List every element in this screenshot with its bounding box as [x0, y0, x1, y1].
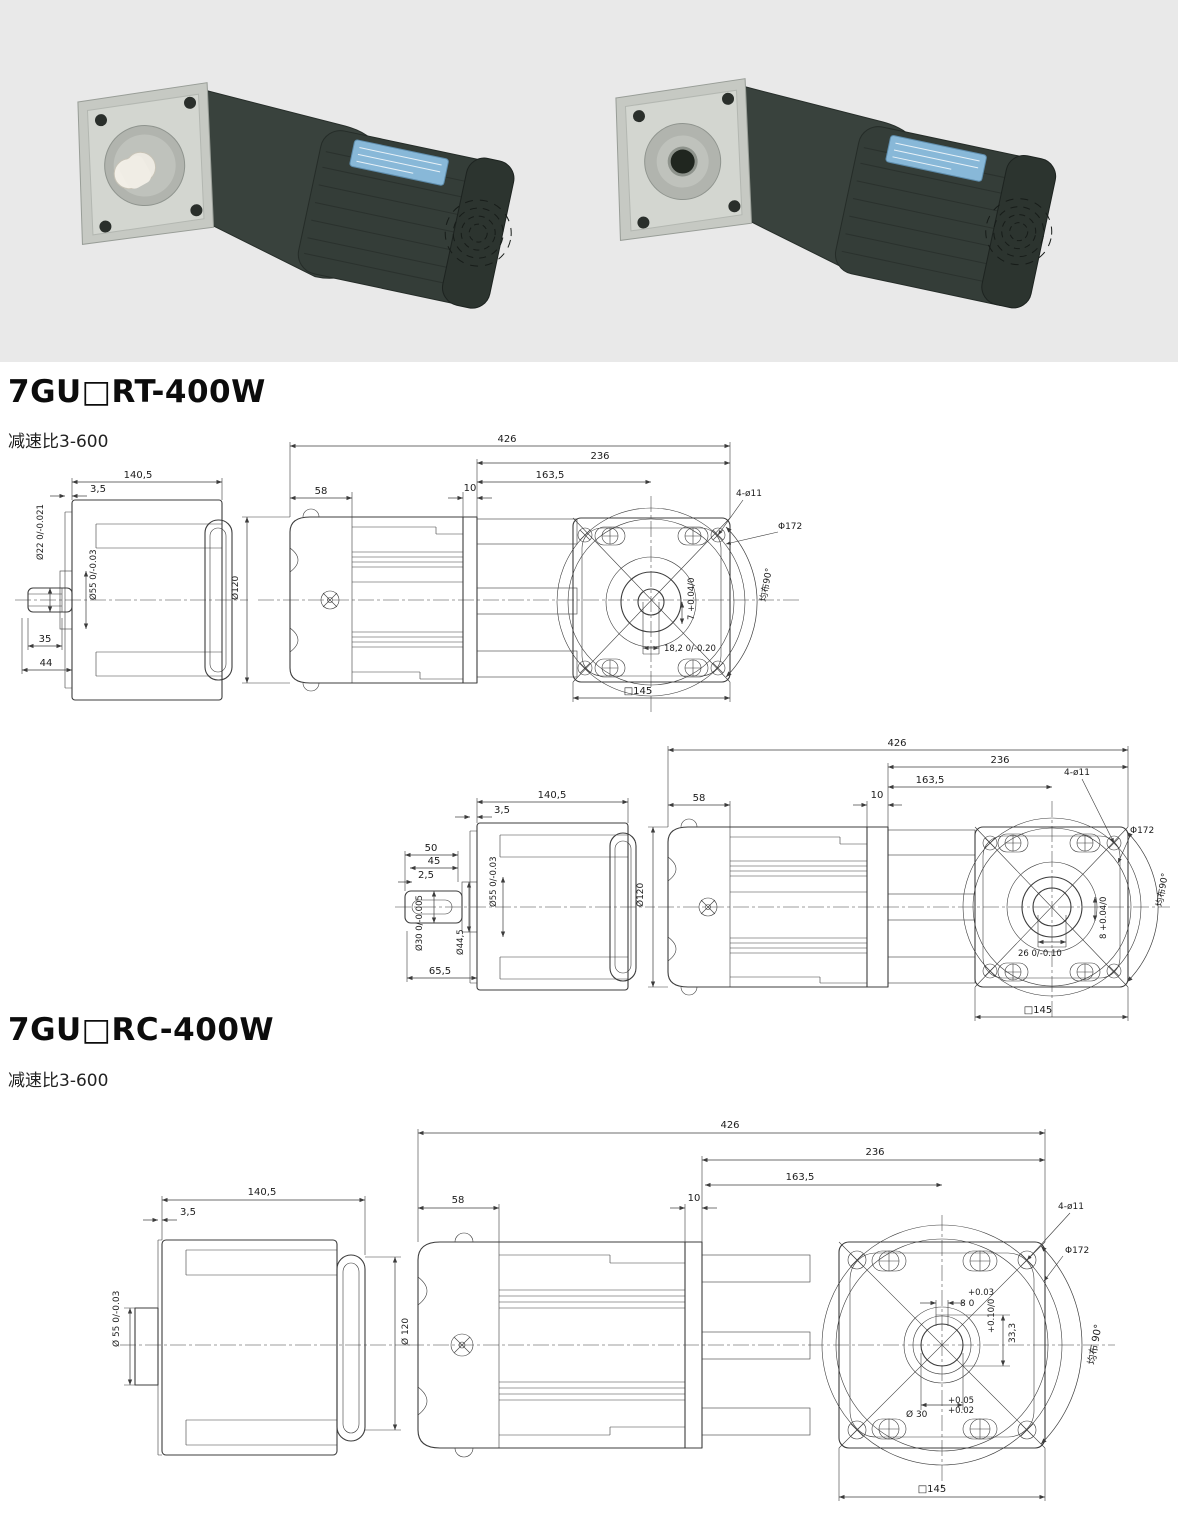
- dim-total: 426: [887, 738, 906, 749]
- dim-square: □145: [918, 1484, 947, 1495]
- dim-motor-dia: Ø120: [635, 882, 646, 907]
- corner-holes: [847, 1250, 1037, 1440]
- dim-lv-length: 140,5: [248, 1187, 277, 1198]
- dim-shaft-dia: Ø30 0/-0.005: [414, 895, 425, 951]
- d3-output-view: 140,5 3,5 Ø 55 0/-0.03 Ø 120: [111, 1187, 411, 1456]
- d2-output-view: 140,5 3,5 50 45 2,5 Ø30 0/-0.005 Ø44,5 Ø…: [395, 790, 655, 991]
- dim-square: □145: [624, 686, 653, 697]
- fan-cover: [441, 157, 515, 309]
- dim-plate-thk: 3,5: [494, 805, 510, 816]
- label-holes: 4-ø11: [1064, 768, 1090, 778]
- output-shaft: [113, 151, 157, 190]
- dim-motor-len: 236: [590, 451, 609, 462]
- dim-keyway-tol: +0.03: [968, 1288, 994, 1298]
- dim-shaft-length: 65,5: [429, 966, 451, 977]
- d1-output-view: 140,5 3,5 Ø22 0/-0.021 Ø55 0/-0.03 35 44: [15, 470, 248, 701]
- dim-total: 426: [720, 1120, 739, 1131]
- name-plate: [885, 135, 987, 182]
- dim-bore-height: 33,3: [1008, 1323, 1018, 1343]
- drawing-rc-bore-30: 140,5 3,5 Ø 55 0/-0.03 Ø 120 58 10 426: [111, 1120, 1115, 1501]
- flange-bolt-holes: [94, 96, 203, 233]
- dim-bore-tol-hi: +0.05: [948, 1396, 974, 1406]
- dim-shaft-length: 44: [40, 658, 53, 669]
- label-holes: 4-ø11: [1058, 1202, 1084, 1212]
- dim-key-height: 8 +0.04/0: [1099, 897, 1109, 939]
- dim-spigot-dia: Ø 55 0/-0.03: [111, 1291, 122, 1347]
- d2-flange-view: 26 0/-0.10 8 +0.04/0 4-ø11 Φ172 均布90° □1…: [962, 768, 1171, 1021]
- dim-face-center: 163,5: [536, 470, 565, 481]
- dim-lv-length: 140,5: [124, 470, 153, 481]
- label-bolt-circle: Φ172: [1130, 826, 1154, 836]
- dim-bore-dia: Ø 30: [906, 1409, 928, 1420]
- corner-holes: [982, 835, 1122, 979]
- dim-key-flat: 18,2 0/-0.20: [664, 644, 716, 654]
- label-bolt-circle: Φ172: [778, 522, 802, 532]
- dim-motor-len: 236: [990, 755, 1009, 766]
- d2-side-view: Ø120 58 10 426 236 163,5: [635, 738, 1170, 996]
- d1-side-view: Ø120 58 10 426 236 163,5: [230, 434, 800, 692]
- dim-gearhead: 58: [693, 793, 706, 804]
- d3-side-view: 58 10 426 236 163,5: [408, 1120, 1115, 1458]
- label-hole-spacing: 均布 90°: [1086, 1323, 1105, 1365]
- label-hole-spacing: 均布90°: [757, 567, 775, 603]
- d1-flange-view: 18,2 0/-0.20 7 +0.04/0 4-ø11 Φ172 均布90° …: [556, 489, 802, 714]
- label-hole-spacing: 均布90°: [1153, 872, 1171, 908]
- dim-face-center: 163,5: [916, 775, 945, 786]
- assembly-screws: [997, 833, 1101, 982]
- dim-flange-thk: 10: [688, 1193, 701, 1204]
- assembly-screws: [594, 526, 709, 678]
- ratio-note-rt: 减速比3-600: [8, 432, 109, 452]
- dim-plate-thk: 3,5: [180, 1207, 196, 1218]
- dim-step-dia: Ø44,5: [455, 929, 466, 955]
- dim-total: 426: [497, 434, 516, 445]
- dim-gearhead: 58: [452, 1195, 465, 1206]
- dim-plate-thk: 3,5: [90, 484, 106, 495]
- drawing-rt-shaft-30: 140,5 3,5 50 45 2,5 Ø30 0/-0.005 Ø44,5 Ø…: [395, 738, 1171, 1021]
- ratio-note-rc: 减速比3-600: [8, 1071, 109, 1091]
- dim-bore-flat: 26 0/-0.10: [1018, 949, 1062, 959]
- corner-holes: [577, 527, 726, 676]
- dim-spigot-dia: Ø55 0/-0.03: [488, 857, 499, 907]
- product-photo-motor-bore: [615, 78, 1057, 309]
- dim-motor-dia: Ø120: [230, 575, 241, 600]
- drawing-rt-shaft-22: 140,5 3,5 Ø22 0/-0.021 Ø55 0/-0.03 35 44…: [15, 434, 802, 714]
- dim-shaft-dia: Ø22 0/-0.021: [35, 504, 46, 560]
- dim-gearhead: 58: [315, 486, 328, 497]
- dim-flange-thk: 10: [871, 790, 884, 801]
- motor-body: [297, 130, 515, 309]
- dim-face-center: 163,5: [786, 1172, 815, 1183]
- dim-motor-dia: Ø 120: [400, 1318, 411, 1345]
- label-bolt-circle: Φ172: [1065, 1246, 1089, 1256]
- dim-motor-len: 236: [865, 1147, 884, 1158]
- dim-key-length: 35: [39, 634, 52, 645]
- label-holes: 4-ø11: [736, 489, 762, 499]
- dim-square: □145: [1024, 1005, 1053, 1016]
- output-bore: [667, 146, 698, 177]
- dim-bore-height-tol: +0.10/0: [987, 1299, 997, 1333]
- model-title-rt: 7GU□RT-400W: [8, 374, 266, 410]
- dim-key-height: 7 +0.04/0: [687, 578, 697, 620]
- product-photos: [77, 78, 1057, 309]
- dim-flange-thk: 10: [464, 483, 477, 494]
- dim-shaft-total: 50: [425, 843, 438, 854]
- product-banner: [0, 0, 1178, 362]
- dim-lv-length: 140,5: [538, 790, 567, 801]
- motor-body: [834, 126, 1057, 309]
- assembly-screws: [871, 1250, 998, 1440]
- flange-bolt-holes: [632, 92, 741, 229]
- dim-bore-tol-lo: +0.02: [948, 1406, 974, 1416]
- dim-spigot-dia: Ø55 0/-0.03: [88, 550, 99, 600]
- product-photo-motor-shaft: [77, 82, 515, 309]
- d3-flange-view: +0.03 8 0 +0.10/0 33,3 Ø 30 +0.05 +0.02 …: [821, 1202, 1105, 1501]
- dim-key-offset: 2,5: [418, 870, 434, 881]
- dim-shaft-flat: 45: [428, 856, 441, 867]
- dim-keyway-width: 8 0: [960, 1299, 975, 1309]
- model-title-rc: 7GU□RC-400W: [8, 1012, 275, 1048]
